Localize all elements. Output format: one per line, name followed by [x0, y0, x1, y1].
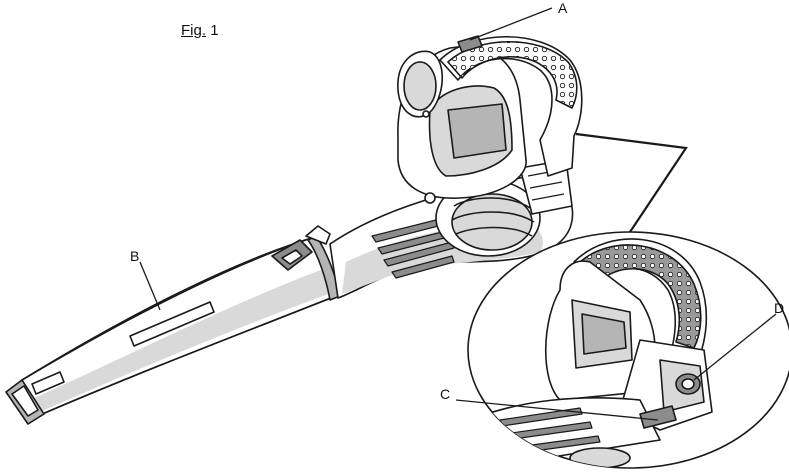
callout-b: B	[130, 248, 139, 264]
callout-d: D	[774, 300, 784, 316]
inset-connector	[576, 134, 686, 232]
figure-title: Fig. 1	[181, 22, 219, 39]
leader-b	[140, 262, 160, 310]
tube-shade	[30, 268, 334, 412]
callout-c: C	[440, 386, 450, 402]
leader-a	[470, 8, 552, 40]
figure-title-prefix: Fig.	[181, 22, 206, 39]
inset-detail	[468, 232, 789, 470]
callout-a: A	[558, 0, 567, 16]
figure-title-number: 1	[210, 22, 218, 39]
